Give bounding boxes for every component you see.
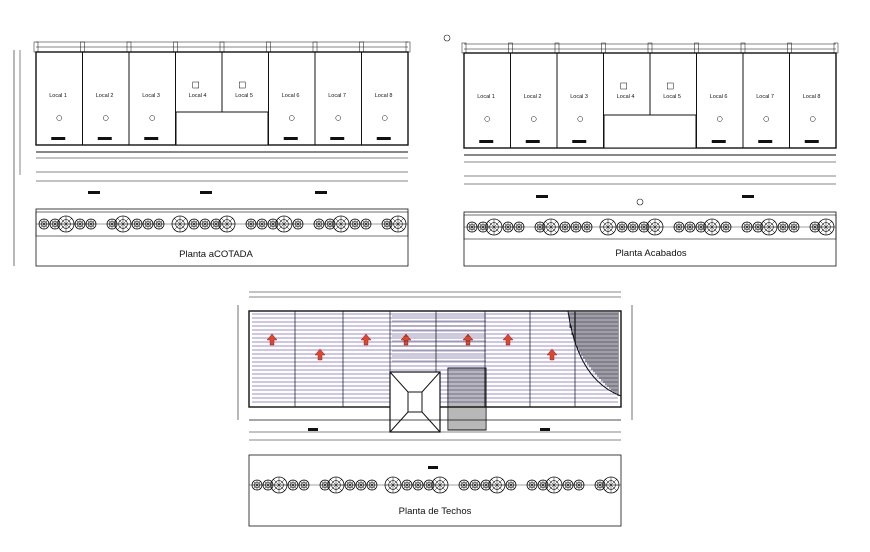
plan-title-techos: Planta de Techos [399,506,472,517]
room-label: Local 6 [282,93,300,99]
slope-arrow-icon [360,333,372,346]
roof-corner-hatch [567,310,622,397]
room-label: Local 2 [96,93,114,99]
tree-row-acotada [36,215,408,233]
room-label: Local 5 [663,94,681,100]
room-label: Local 4 [617,94,635,100]
sheet-frame-acotada [35,208,409,267]
hip-roof-detail [389,315,487,433]
plan-acabados: Local 1 Local 2 Local 3 Local 4 Local 5 Local… [443,34,839,267]
room-label: Local 8 [803,94,821,100]
plan-title-acabados: Planta Acabados [615,248,687,259]
tree-row-techos [249,476,621,494]
slope-arrow-icon [502,333,514,346]
room-label: Local 2 [524,94,542,100]
room-label: Local 5 [235,93,253,99]
room-label: Local 4 [189,93,207,99]
room-label: Local 7 [756,94,774,100]
room-label: Local 1 [49,93,67,99]
room-grid-acotada: Local 1 Local 2 Local 3 Local 4 Local 5 Local… [33,41,411,145]
room-label: Local 7 [328,93,346,99]
room-grid-acabados: Local 1 Local 2 Local 3 Local 4 Local 5 Local… [461,42,839,148]
room-label: Local 3 [570,94,588,100]
plan-techos: Planta de Techos [237,291,633,527]
room-label: Local 1 [477,94,495,100]
room-label: Local 3 [142,93,160,99]
slope-arrow-icon [314,348,326,361]
tree-symbol [38,218,50,230]
slope-arrow-icon [462,333,474,346]
plan-acotada: Local 1 Local 2 Local 3 Local 4 Local 5 Local… [13,41,411,267]
room-label: Local 8 [375,93,393,99]
tree-row-acabados [464,218,836,236]
north-marker-icon [443,34,451,42]
plan-title-acotada: Planta aCOTADA [179,249,253,260]
tree-symbol [384,476,402,494]
sheet-frame-techos [248,454,622,527]
slope-arrow-icon [400,333,412,346]
slope-arrow-icon [546,348,558,361]
slope-arrow-icon [266,333,278,346]
room-label: Local 6 [710,94,728,100]
